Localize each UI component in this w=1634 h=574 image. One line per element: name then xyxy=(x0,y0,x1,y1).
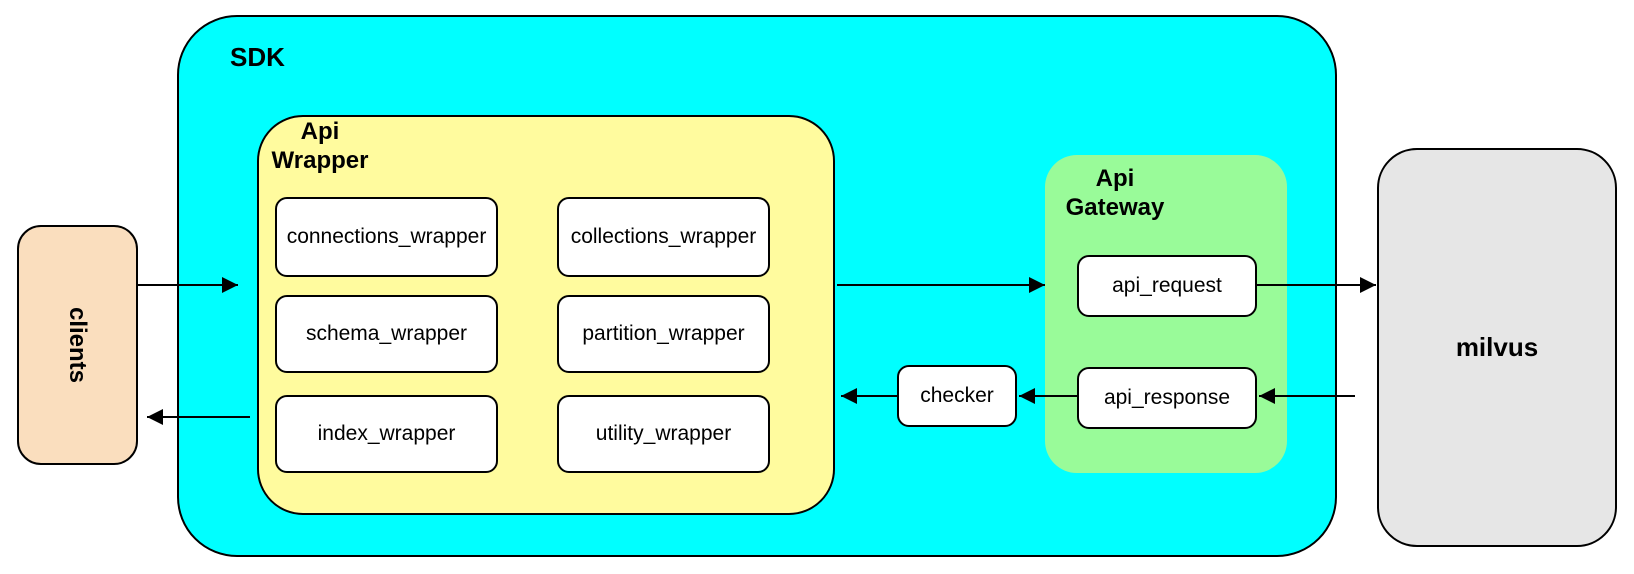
clients-label: clients xyxy=(64,306,92,384)
utility-wrapper-label: utility_wrapper xyxy=(595,422,732,445)
node-collections-wrapper: collections_wrapper xyxy=(557,197,770,277)
node-index-wrapper: index_wrapper xyxy=(275,395,498,473)
api-gateway-label: Api Gateway xyxy=(1065,165,1165,221)
connections-wrapper-label: connections_wrapper xyxy=(286,225,487,248)
api-wrapper-label: Api Wrapper xyxy=(271,118,369,174)
node-connections-wrapper: connections_wrapper xyxy=(275,197,498,277)
node-api-response: api_response xyxy=(1077,367,1257,429)
collections-wrapper-label: collections_wrapper xyxy=(570,225,757,248)
node-utility-wrapper: utility_wrapper xyxy=(557,395,770,473)
schema-wrapper-label: schema_wrapper xyxy=(305,322,468,345)
node-schema-wrapper: schema_wrapper xyxy=(275,295,498,373)
node-partition-wrapper: partition_wrapper xyxy=(557,295,770,373)
clients-node: clients xyxy=(17,225,138,465)
api-response-label: api_response xyxy=(1103,386,1231,409)
milvus-node: milvus xyxy=(1377,148,1617,547)
milvus-label: milvus xyxy=(1455,332,1539,362)
partition-wrapper-label: partition_wrapper xyxy=(582,322,745,345)
api-request-label: api_request xyxy=(1112,274,1222,297)
sdk-label: SDK xyxy=(230,42,285,72)
index-wrapper-label: index_wrapper xyxy=(317,422,456,445)
node-checker: checker xyxy=(897,365,1017,427)
node-api-request: api_request xyxy=(1077,255,1257,317)
checker-label: checker xyxy=(920,384,994,407)
